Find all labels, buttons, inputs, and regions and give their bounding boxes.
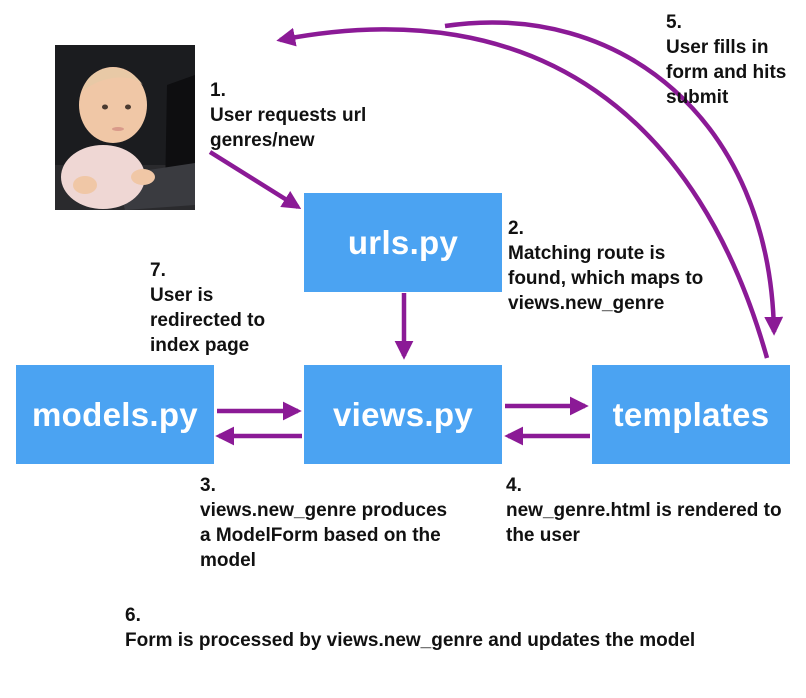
views-py-box: views.py — [304, 365, 502, 464]
user-photo — [55, 45, 195, 210]
arrow-user-submit-to-templates — [444, 20, 784, 336]
models-py-label: models.py — [32, 395, 198, 433]
step-4-number: 4. — [506, 475, 522, 496]
step-6-text: Form is processed by views.new_genre and… — [125, 630, 696, 651]
step-2-text: Matching route is found, which maps to v… — [508, 243, 704, 314]
views-py-label: views.py — [333, 395, 473, 433]
step-5-text: User fills in form and hits submit — [666, 37, 787, 108]
step-2-number: 2. — [508, 218, 524, 239]
step-7-text: User is redirected to index page — [150, 285, 266, 356]
step-7: 7. User is redirected to index page — [150, 258, 290, 358]
step-6-number: 6. — [125, 605, 141, 626]
step-3: 3. views.new_genre produces a ModelForm … — [200, 473, 450, 573]
templates-box: templates — [592, 365, 790, 464]
step-3-text: views.new_genre produces a ModelForm bas… — [200, 500, 448, 571]
step-1: 1. User requests url genres/new — [210, 78, 410, 153]
templates-label: templates — [612, 395, 770, 433]
models-py-box: models.py — [16, 365, 214, 464]
step-5-number: 5. — [666, 12, 682, 33]
step-1-text: User requests url genres/new — [210, 105, 367, 151]
step-3-number: 3. — [200, 475, 216, 496]
step-4: 4. new_genre.html is rendered to the use… — [506, 473, 801, 548]
urls-py-box: urls.py — [304, 193, 502, 292]
arrow-user-to-urls — [208, 150, 302, 210]
urls-py-label: urls.py — [347, 223, 459, 261]
arrow-templates-to-user — [276, 27, 770, 359]
step-2: 2. Matching route is found, which maps t… — [508, 216, 708, 316]
step-4-text: new_genre.html is rendered to the user — [506, 500, 782, 546]
baby-laptop-image — [55, 45, 195, 210]
step-6: 6. Form is processed by views.new_genre … — [125, 603, 795, 653]
step-7-number: 7. — [150, 260, 166, 281]
step-1-number: 1. — [210, 80, 226, 101]
step-5: 5. User fills in form and hits submit — [666, 10, 796, 110]
